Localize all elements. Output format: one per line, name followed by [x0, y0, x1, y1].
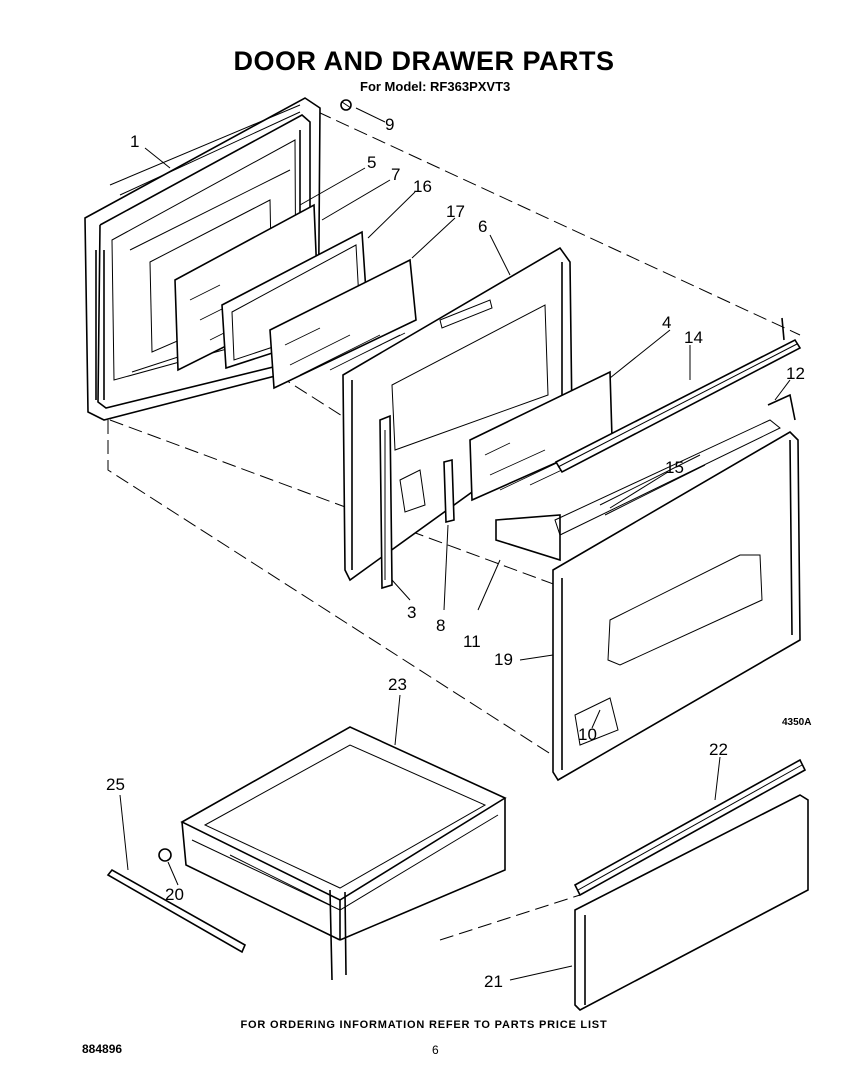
figure-code: 4350A: [782, 717, 811, 728]
callout-15: 15: [665, 458, 684, 477]
part-25-slide-rail: [106, 868, 247, 954]
callout-25: 25: [106, 775, 125, 794]
part-6-inner-door-liner: [342, 246, 573, 582]
model-subtitle: For Model: RF363PXVT3: [360, 79, 511, 94]
callout-4: 4: [662, 313, 671, 332]
part-14-trim-strip: [554, 317, 802, 474]
part-9-screw: [340, 99, 352, 111]
callout-19: 19: [494, 650, 513, 669]
callout-9: 9: [385, 115, 394, 134]
callout-22: 22: [709, 740, 728, 759]
callout-labels: 1 9 5 7 16 17 6 4 14 12 15 3 8 11 19 10 …: [106, 115, 811, 991]
callout-5: 5: [367, 153, 376, 172]
callout-21: 21: [484, 972, 503, 991]
page-number: 6: [432, 1043, 439, 1057]
callout-6: 6: [478, 217, 487, 236]
callout-17: 17: [446, 202, 465, 221]
callout-14: 14: [684, 328, 703, 347]
part-12-handle: [767, 393, 796, 421]
part-23-drawer-body: [180, 726, 507, 981]
callout-3: 3: [407, 603, 416, 622]
page-title: DOOR AND DRAWER PARTS: [233, 46, 615, 76]
callout-8: 8: [436, 616, 445, 635]
part-8-small-bracket: [443, 458, 455, 524]
callout-7: 7: [391, 165, 400, 184]
part-20-drawer-stop: [158, 848, 172, 862]
part-19-outer-door-front: [552, 419, 801, 782]
part-17-glass-panel: [269, 258, 417, 390]
ordering-info-footer: FOR ORDERING INFORMATION REFER TO PARTS …: [240, 1019, 608, 1031]
callout-1: 1: [130, 132, 139, 151]
callout-16: 16: [413, 177, 432, 196]
callout-23: 23: [388, 675, 407, 694]
document-number: 884896: [82, 1042, 123, 1056]
callout-10: 10: [578, 725, 597, 744]
part-11-vent-duct: [495, 514, 561, 562]
part-22-drawer-trim: [573, 758, 807, 897]
callout-12: 12: [786, 364, 805, 383]
part-3-side-bracket: [379, 414, 393, 590]
callout-leader-lines: [119, 107, 791, 981]
callout-20: 20: [165, 885, 184, 904]
part-21-drawer-front-panel: [574, 794, 809, 1011]
callout-11: 11: [463, 632, 481, 651]
